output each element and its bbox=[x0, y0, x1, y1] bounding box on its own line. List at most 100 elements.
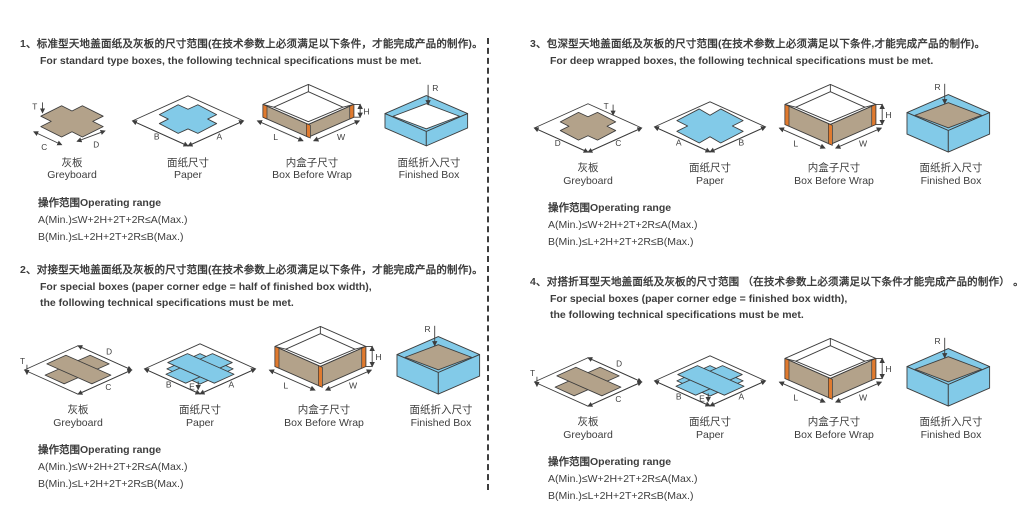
greyboard-boards-icon: T D C bbox=[530, 357, 643, 407]
operating-range-block: 操作范围Operating range A(Min.)≤W+2H+2T+2R≤A… bbox=[38, 195, 482, 246]
diagram-finished-box: R 面纸折入尺寸 Finished Box bbox=[376, 83, 482, 181]
section-2-title-en: For special boxes (paper corner edge = h… bbox=[40, 281, 372, 293]
section-4-title-cn: 4、对搭折耳型天地盖面纸及灰板的尺寸范围 （在技术参数上必须满足以下条件才能完成… bbox=[530, 276, 1019, 288]
caption-en: Paper bbox=[173, 169, 203, 182]
caption-cn: 面纸折入尺寸 bbox=[919, 416, 983, 428]
caption-en: Paper bbox=[695, 428, 725, 441]
caption-cn: 面纸折入尺寸 bbox=[409, 404, 473, 416]
diagram-finished-box: R 面纸折入尺寸 Finished Box bbox=[898, 336, 1004, 441]
dim-label-h: H bbox=[363, 106, 369, 116]
diagram-box-before-wrap: L W H 内盒子尺寸 Box Before Wrap bbox=[252, 79, 372, 182]
dim-label-r: R bbox=[432, 84, 438, 94]
dim-label-c: C bbox=[615, 395, 621, 404]
caption-cn: 灰板 bbox=[61, 156, 83, 169]
section-2-title-cn: 2、对接型天地盖面纸及灰板的尺寸范围(在技术参数上必须满足以下条件，才能完成产品… bbox=[20, 264, 483, 276]
dim-label-b: B bbox=[676, 392, 682, 402]
finished-box-icon: R bbox=[384, 84, 469, 147]
caption-en: Box Before Wrap bbox=[794, 428, 874, 441]
greyboard-cross-icon: T D C bbox=[533, 102, 643, 153]
dim-label-h: H bbox=[885, 110, 891, 120]
dim-label-l: L bbox=[273, 132, 278, 142]
dim-label-a: A bbox=[217, 132, 223, 142]
dim-label-l: L bbox=[793, 138, 798, 148]
dim-label-w: W bbox=[337, 132, 346, 142]
dim-label-e: E bbox=[189, 381, 195, 391]
caption-en: Finished Box bbox=[410, 416, 472, 429]
operating-range-block: 操作范围Operating range A(Min.)≤W+2H+2T+2R≤A… bbox=[38, 442, 482, 493]
paper-panels-icon: B E A bbox=[653, 355, 767, 407]
dim-label-h: H bbox=[885, 364, 891, 374]
caption-en: Box Before Wrap bbox=[272, 169, 352, 182]
diagram-box-before-wrap: L W H 内盒子尺寸 Box Before Wrap bbox=[264, 321, 384, 429]
diagram-finished-box: R 面纸折入尺寸 Finished Box bbox=[388, 324, 494, 429]
open-tray-icon: L W H bbox=[256, 83, 370, 142]
diagram-finished-box: R 面纸折入尺寸 Finished Box bbox=[898, 82, 1004, 187]
dim-label-t: T bbox=[530, 369, 535, 378]
left-column: 1、标准型天地盖面纸及灰板的尺寸范围(在技术参数上必须满足以下条件，才能完成产品… bbox=[20, 0, 483, 495]
diagram-box-before-wrap: L W H 内盒子尺寸 Box Before Wrap bbox=[774, 79, 894, 187]
dim-label-c: C bbox=[615, 139, 621, 148]
section-1-diagram-row: T C D 灰板 Greyboard B A bbox=[20, 79, 482, 182]
right-column: 3、包深型天地盖面纸及灰板的尺寸范围(在技术参数上必须满足以下条件,才能完成产品… bbox=[530, 0, 1019, 502]
section-2: 2、对接型天地盖面纸及灰板的尺寸范围(在技术参数上必须满足以下条件，才能完成产品… bbox=[20, 262, 483, 493]
dim-label-r: R bbox=[934, 82, 940, 92]
caption-en: Greyboard bbox=[563, 428, 613, 441]
caption-cn: 内盒子尺寸 bbox=[807, 416, 861, 428]
formula-b: B(Min.)≤L+2H+2T+2R≤B(Max.) bbox=[38, 478, 184, 491]
caption-en: Box Before Wrap bbox=[284, 416, 364, 429]
caption-en: Box Before Wrap bbox=[794, 174, 874, 187]
caption-cn: 内盒子尺寸 bbox=[297, 404, 351, 416]
operating-range-heading: 操作范围Operating range bbox=[38, 196, 162, 209]
dim-label-a: A bbox=[229, 380, 235, 390]
dim-label-t: T bbox=[604, 102, 609, 111]
dim-label-d: D bbox=[93, 140, 99, 149]
dim-label-c: C bbox=[41, 143, 47, 152]
section-1-title-cn: 1、标准型天地盖面纸及灰板的尺寸范围(在技术参数上必须满足以下条件，才能完成产品… bbox=[20, 38, 483, 50]
caption-cn: 灰板 bbox=[577, 162, 599, 174]
finished-box-icon: R bbox=[906, 82, 991, 153]
diagram-paper: A B 面纸尺寸 Paper bbox=[650, 100, 770, 187]
dim-label-h: H bbox=[375, 352, 381, 362]
formula-b: B(Min.)≤L+2H+2T+2R≤B(Max.) bbox=[548, 236, 694, 249]
open-tray-icon: L W H bbox=[268, 326, 382, 391]
dim-label-b: B bbox=[166, 380, 172, 390]
dim-label-w: W bbox=[349, 380, 358, 390]
dim-label-b: B bbox=[154, 132, 160, 142]
dim-label-r: R bbox=[424, 324, 430, 334]
operating-range-heading: 操作范围Operating range bbox=[548, 456, 672, 469]
dim-label-c: C bbox=[105, 383, 111, 392]
greyboard-boards-icon: T D C bbox=[20, 345, 133, 395]
dim-label-t: T bbox=[20, 357, 25, 366]
dim-label-l: L bbox=[283, 380, 288, 390]
caption-en: Paper bbox=[695, 174, 725, 187]
paper-diamond-icon: A B bbox=[653, 101, 767, 153]
caption-en: Finished Box bbox=[398, 169, 460, 182]
section-2-diagram-row: T D C 灰板 Greyboard B bbox=[20, 321, 482, 429]
diagram-greyboard: T D C 灰板 Greyboard bbox=[20, 344, 136, 429]
formula-b: B(Min.)≤L+2H+2T+2R≤B(Max.) bbox=[548, 490, 694, 503]
caption-cn: 面纸折入尺寸 bbox=[919, 162, 983, 174]
open-tray-icon: L W H bbox=[778, 84, 892, 149]
formula-a: A(Min.)≤W+2H+2T+2R≤A(Max.) bbox=[38, 213, 188, 226]
section-4-title-en: For special boxes (paper corner edge = f… bbox=[550, 293, 848, 305]
dim-label-d: D bbox=[106, 347, 112, 356]
section-3: 3、包深型天地盖面纸及灰板的尺寸范围(在技术参数上必须满足以下条件,才能完成产品… bbox=[530, 36, 1010, 251]
caption-cn: 内盒子尺寸 bbox=[285, 156, 339, 169]
diagram-greyboard: T D C 灰板 Greyboard bbox=[530, 356, 646, 441]
caption-en: Finished Box bbox=[920, 174, 982, 187]
dim-label-a: A bbox=[676, 138, 682, 148]
section-1-title-en: For standard type boxes, the following t… bbox=[40, 55, 422, 67]
dim-label-w: W bbox=[859, 392, 868, 402]
dim-label-b: B bbox=[739, 138, 745, 148]
operating-range-block: 操作范围Operating range A(Min.)≤W+2H+2T+2R≤A… bbox=[548, 200, 1010, 251]
dim-label-e: E bbox=[699, 393, 705, 403]
section-3-diagram-row: T D C 灰板 Greyboard A B bbox=[530, 79, 1010, 187]
section-4-title-en-2: the following technical specifications m… bbox=[550, 309, 804, 321]
section-4-diagram-row: T D C 灰板 Greyboard B bbox=[530, 333, 1010, 441]
diagram-paper: B A 面纸尺寸 Paper bbox=[128, 94, 248, 181]
paper-diamond-icon: B A bbox=[131, 95, 245, 147]
caption-cn: 面纸尺寸 bbox=[167, 156, 209, 169]
greyboard-cross-icon: T C D bbox=[32, 102, 106, 152]
operating-range-heading: 操作范围Operating range bbox=[38, 444, 162, 457]
caption-cn: 面纸尺寸 bbox=[689, 416, 731, 428]
